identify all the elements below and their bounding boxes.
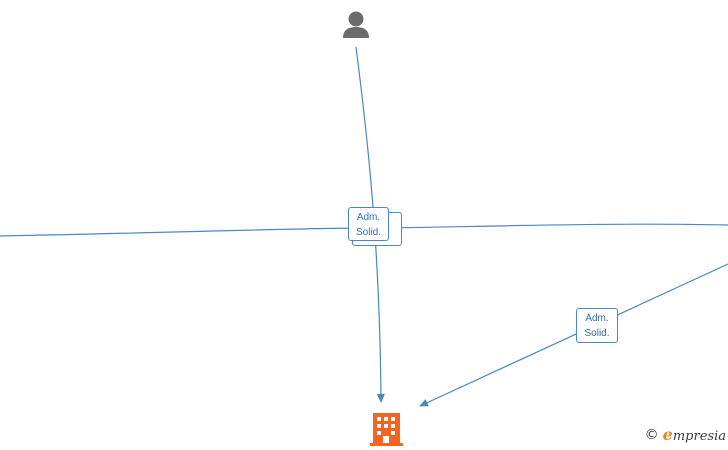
edge-label-adm-solid-right[interactable]: Adm. Solid. [576,308,618,343]
edge-label-adm-solid-center[interactable]: Adm. Solid. [348,207,389,241]
building-icon[interactable] [370,413,403,446]
edge-label-line2: Solid. [584,328,610,339]
edge-label-line2: Solid. [355,227,381,238]
brand-initial: e [662,425,673,444]
empresia-watermark: © empresia [645,425,726,444]
person-icon[interactable] [343,11,369,39]
brand-logo: empresia [663,425,726,444]
brand-name: mpresia [672,429,726,444]
edge-label-line1: Adm. [585,313,609,324]
edge-person-to-company [355,46,385,403]
edge-right-to-company [419,263,728,407]
edge-label-line1: Adm. [356,212,381,223]
copyright-symbol: © [644,426,659,443]
